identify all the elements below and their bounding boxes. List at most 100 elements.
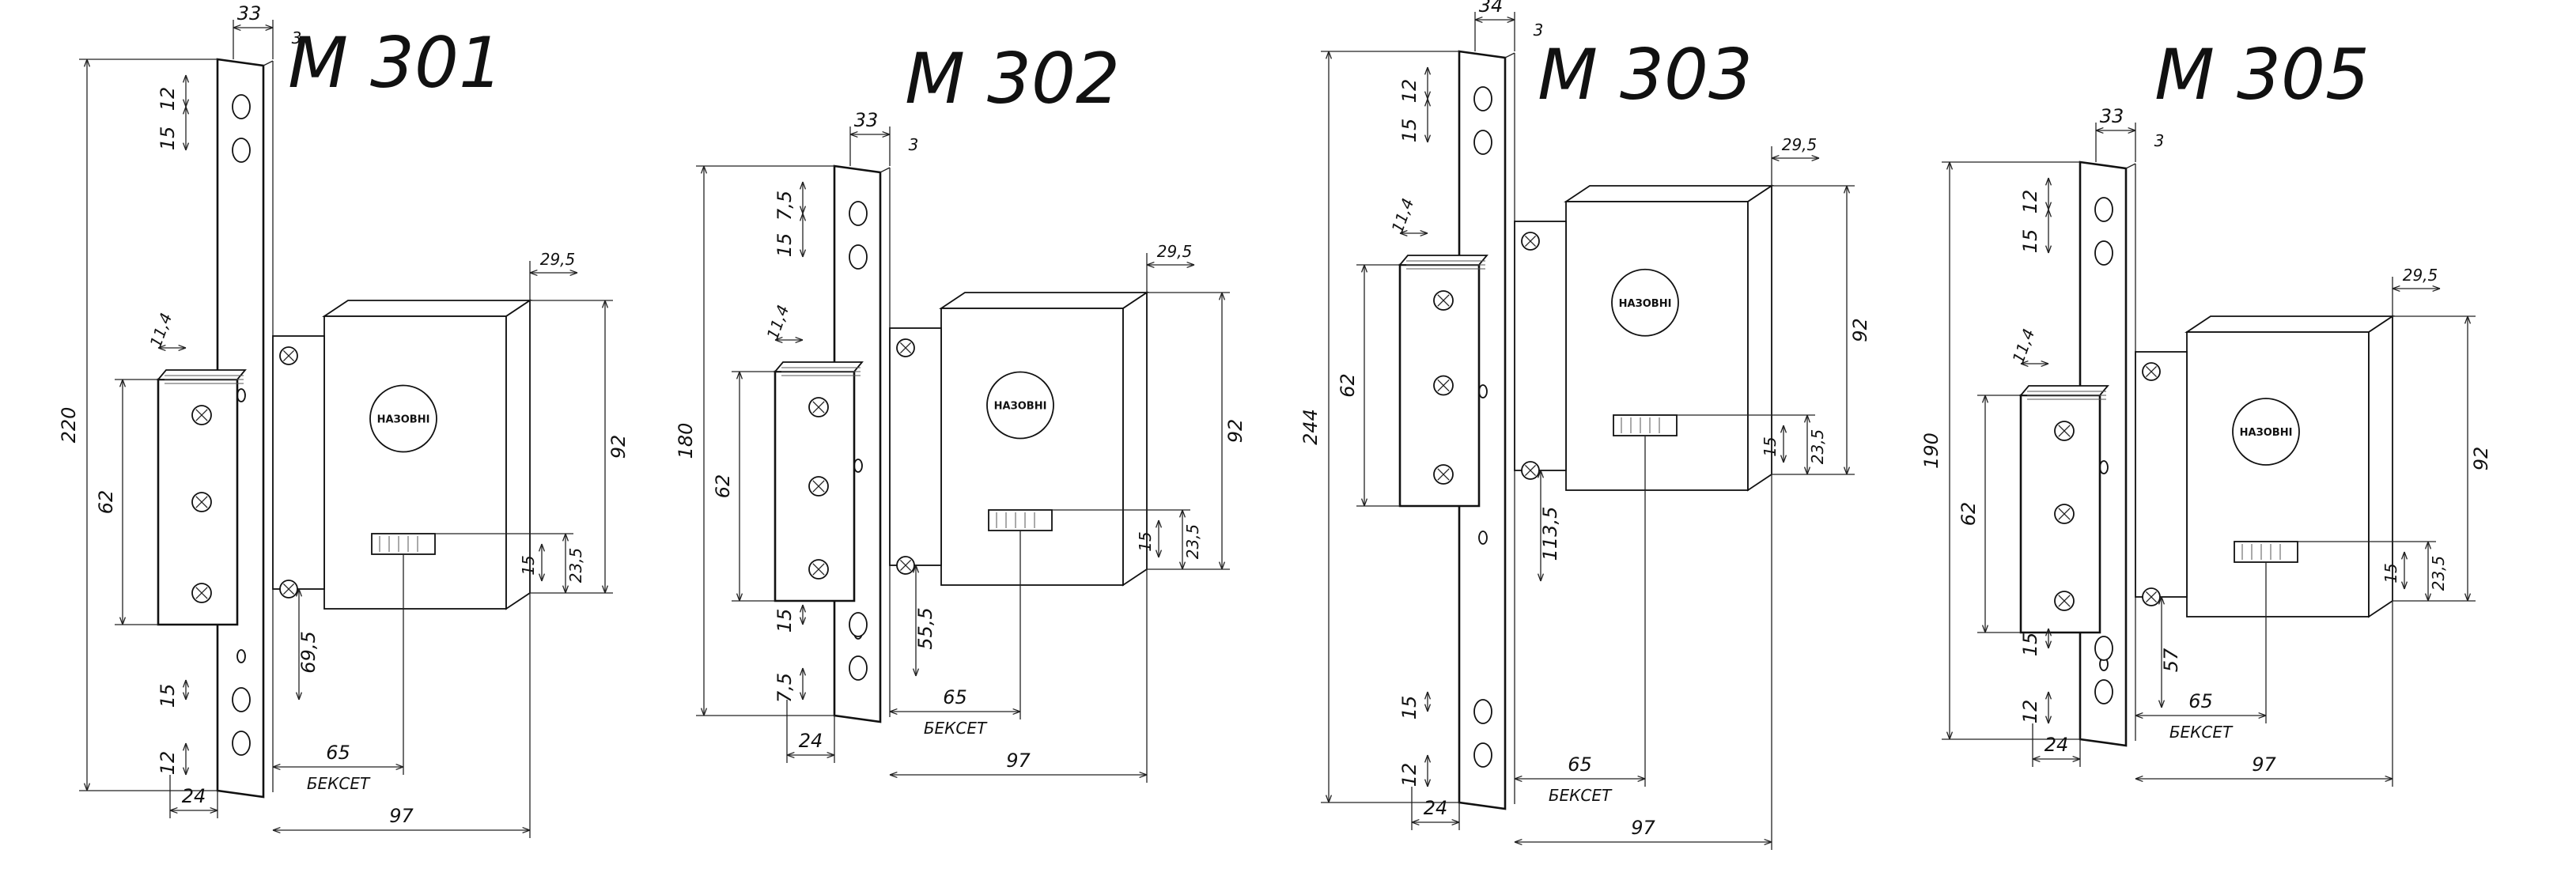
mounting-hole — [232, 687, 251, 712]
dim-bolt-height: 62 — [1337, 373, 1359, 398]
dimension-arrow — [119, 617, 127, 625]
dimension-arrow — [2020, 360, 2029, 368]
mounting-hole — [849, 612, 868, 637]
screw-slot — [899, 342, 912, 354]
screw-slot — [1437, 379, 1450, 392]
dimension-arrow — [799, 667, 807, 676]
dim-hole-top-2: 15 — [157, 127, 179, 151]
dim-lower-offset: 69,5 — [297, 631, 320, 673]
dimension-arrow — [1399, 229, 1408, 237]
faceplate-edge — [879, 167, 891, 173]
dimension-arrow — [1360, 264, 1368, 273]
screw-slot — [2058, 425, 2071, 437]
dimension-arrow — [799, 206, 807, 214]
dim-case-height: 92 — [2470, 447, 2492, 471]
dim-hole-bot-1: 15 — [1398, 696, 1420, 720]
dimension-arrow — [538, 573, 546, 582]
dim-lower-offset: 113,5 — [1539, 507, 1561, 561]
mounting-hole — [232, 94, 251, 119]
mounting-hole — [849, 655, 868, 681]
mounting-hole — [849, 201, 868, 226]
dimension-arrow — [562, 533, 569, 542]
screw-slot — [2145, 365, 2158, 378]
dimension-arrow — [562, 585, 569, 594]
dimension-arrow — [1514, 775, 1523, 783]
mounting-hole — [1473, 699, 1492, 724]
dim-strip-edge: 3 — [909, 135, 919, 154]
dimension-arrow — [849, 130, 858, 138]
dimension-arrow — [2400, 581, 2408, 590]
dimension-arrow — [2158, 700, 2166, 708]
mounting-hole — [2094, 636, 2113, 661]
dim-case-width: 29,5 — [540, 250, 576, 269]
model-title: M 305 — [2154, 34, 2370, 115]
dimension-arrow — [1325, 51, 1333, 59]
dim-bolt-width: 11,4 — [2009, 327, 2039, 366]
dimension-arrow — [2041, 360, 2049, 368]
screw-slot — [195, 496, 208, 508]
dimension-arrow — [1178, 561, 1186, 570]
dimension-arrow — [889, 708, 898, 716]
brand-logo-circle — [369, 384, 437, 453]
mounting-hole — [2094, 679, 2113, 704]
small-hole — [1478, 531, 1488, 545]
brand-logo-text: НАЗОВНІ — [377, 414, 430, 426]
dimension-arrow — [1424, 98, 1432, 107]
faceplate-edge — [263, 60, 274, 66]
screw-slot — [195, 409, 208, 421]
dim-backset-label: БЕКСЕТ — [2169, 723, 2234, 742]
screw-slot — [2145, 591, 2158, 603]
lock-body-top — [322, 300, 532, 317]
dim-backset: 65 — [1568, 753, 1592, 776]
screw-slot — [1437, 468, 1450, 481]
faceplate-edge — [2125, 163, 2136, 169]
dimension-arrow — [827, 751, 835, 759]
dimension-arrow — [1451, 818, 1460, 826]
dimension-arrow — [2045, 245, 2052, 254]
dim-hole-top-1: 12 — [157, 87, 179, 111]
dimension-arrow — [2424, 541, 2432, 549]
dimension-arrow — [2128, 127, 2136, 134]
dimension-arrow — [265, 24, 274, 32]
dimension-arrow — [2095, 127, 2104, 134]
dimension-arrow — [1811, 154, 1820, 162]
lock-drawing-3: M 303НАЗОВНІ343121524411,46229,59223,515… — [1299, 0, 1871, 850]
dimension-arrow — [2258, 712, 2267, 719]
dim-backset: 65 — [326, 742, 350, 764]
mounting-hole — [232, 138, 251, 163]
screw-slot — [812, 563, 825, 576]
dim-cyl-height: 23,5 — [1808, 429, 1827, 465]
dimension-arrow — [1843, 466, 1851, 475]
dim-total-height: 190 — [1920, 432, 1942, 469]
dimension-arrow — [1507, 16, 1515, 24]
dimension-arrow — [2045, 640, 2052, 649]
dimension-arrow — [522, 826, 531, 834]
dimension-arrow — [1764, 838, 1772, 846]
dimension-arrow — [882, 130, 891, 138]
dim-strip-width: 24 — [182, 785, 206, 807]
brand-logo-text: НАЗОВНІ — [2240, 427, 2293, 439]
dimension-arrow — [83, 59, 91, 67]
mounting-hole — [1473, 86, 1492, 111]
dim-case-width: 29,5 — [1157, 242, 1193, 261]
lock-body-front — [323, 315, 507, 610]
mounting-plate — [1514, 221, 1567, 471]
dim-hole-bot-2: 12 — [157, 751, 179, 776]
dimension-arrow — [799, 213, 807, 221]
dimension-arrow — [1637, 775, 1646, 783]
dimension-arrow — [1424, 754, 1432, 763]
dimension-arrow — [295, 692, 303, 701]
lock-body-front — [2186, 331, 2370, 617]
lock-body-front — [1565, 201, 1749, 491]
dimension-arrow — [1424, 66, 1432, 75]
small-hole — [853, 459, 863, 473]
lock-drawing-4: M 305НАЗОВНІ333121519011,46229,59223,515… — [1920, 34, 2492, 787]
dimension-arrow — [1155, 519, 1163, 528]
brand-logo-circle — [986, 371, 1054, 440]
dim-cyl-width: 15 — [1761, 436, 1780, 456]
brand-logo-circle — [1611, 268, 1679, 337]
dimension-arrow — [1325, 795, 1333, 803]
dimension-arrow — [1155, 549, 1163, 558]
dimension-arrow — [2135, 712, 2143, 719]
